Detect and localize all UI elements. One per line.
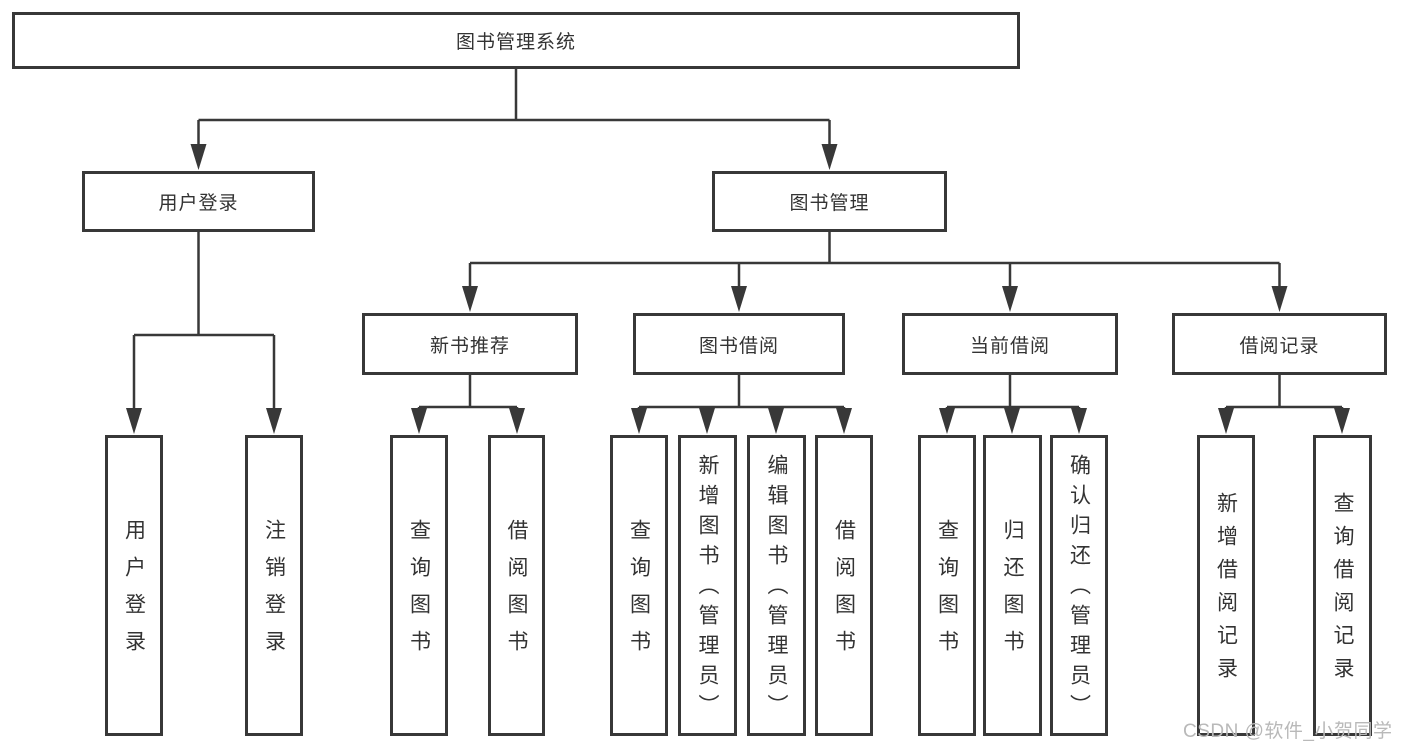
leaf-query-books-current: 查询图书 [918,435,976,736]
node-label: 借阅图书 [505,518,528,667]
leaf-query-borrow-record: 查询借阅记录 [1313,435,1372,736]
leaf-return-book: 归还图书 [983,435,1042,736]
node-label: 编辑图书（管理员） [765,454,788,724]
node-label: 查询图书 [407,518,431,667]
node-label: 注销登录 [262,518,286,667]
node-label: 当前借阅 [969,335,1050,357]
leaf-logout: 注销登录 [245,435,303,736]
node-label: 新书推荐 [429,335,510,357]
leaf-add-borrow-record: 新增借阅记录 [1197,435,1255,736]
node-label: 查询图书 [627,518,651,667]
node-label: 用户登录 [158,193,239,214]
leaf-edit-book-admin: 编辑图书（管理员） [747,435,806,736]
node-label: 新增图书（管理员） [696,454,719,724]
node-label: 用户登录 [122,518,146,667]
node-label: 借阅记录 [1239,335,1320,357]
leaf-query-books-recommend: 查询图书 [390,435,448,736]
leaf-user-login: 用户登录 [105,435,163,736]
node-label: 图书借阅 [698,335,779,357]
leaf-confirm-return-admin: 确认归还（管理员） [1050,435,1108,736]
leaf-borrow-books: 借阅图书 [815,435,873,736]
node-book-management-system: 图书管理系统 [12,12,1020,69]
watermark: CSDN @软件_小贺同学 [1183,721,1393,742]
node-book-borrow: 图书借阅 [633,313,845,375]
node-book-management: 图书管理 [712,171,947,232]
node-label: 确认归还（管理员） [1067,454,1091,724]
node-label: 图书管理 [789,193,870,214]
leaf-query-books-borrow: 查询图书 [610,435,668,736]
node-label: 新增借阅记录 [1214,491,1238,690]
leaf-add-book-admin: 新增图书（管理员） [678,435,737,736]
node-label: 查询借阅记录 [1331,491,1354,690]
node-label: 图书管理系统 [455,32,576,53]
node-label: 查询图书 [935,518,959,667]
node-label: 归还图书 [1001,518,1024,667]
node-new-book-recommend: 新书推荐 [362,313,578,375]
leaf-borrow-books-recommend: 借阅图书 [488,435,545,736]
node-current-borrow: 当前借阅 [902,313,1118,375]
node-borrow-records: 借阅记录 [1172,313,1387,375]
node-user-login: 用户登录 [82,171,315,232]
node-label: 借阅图书 [832,518,856,667]
